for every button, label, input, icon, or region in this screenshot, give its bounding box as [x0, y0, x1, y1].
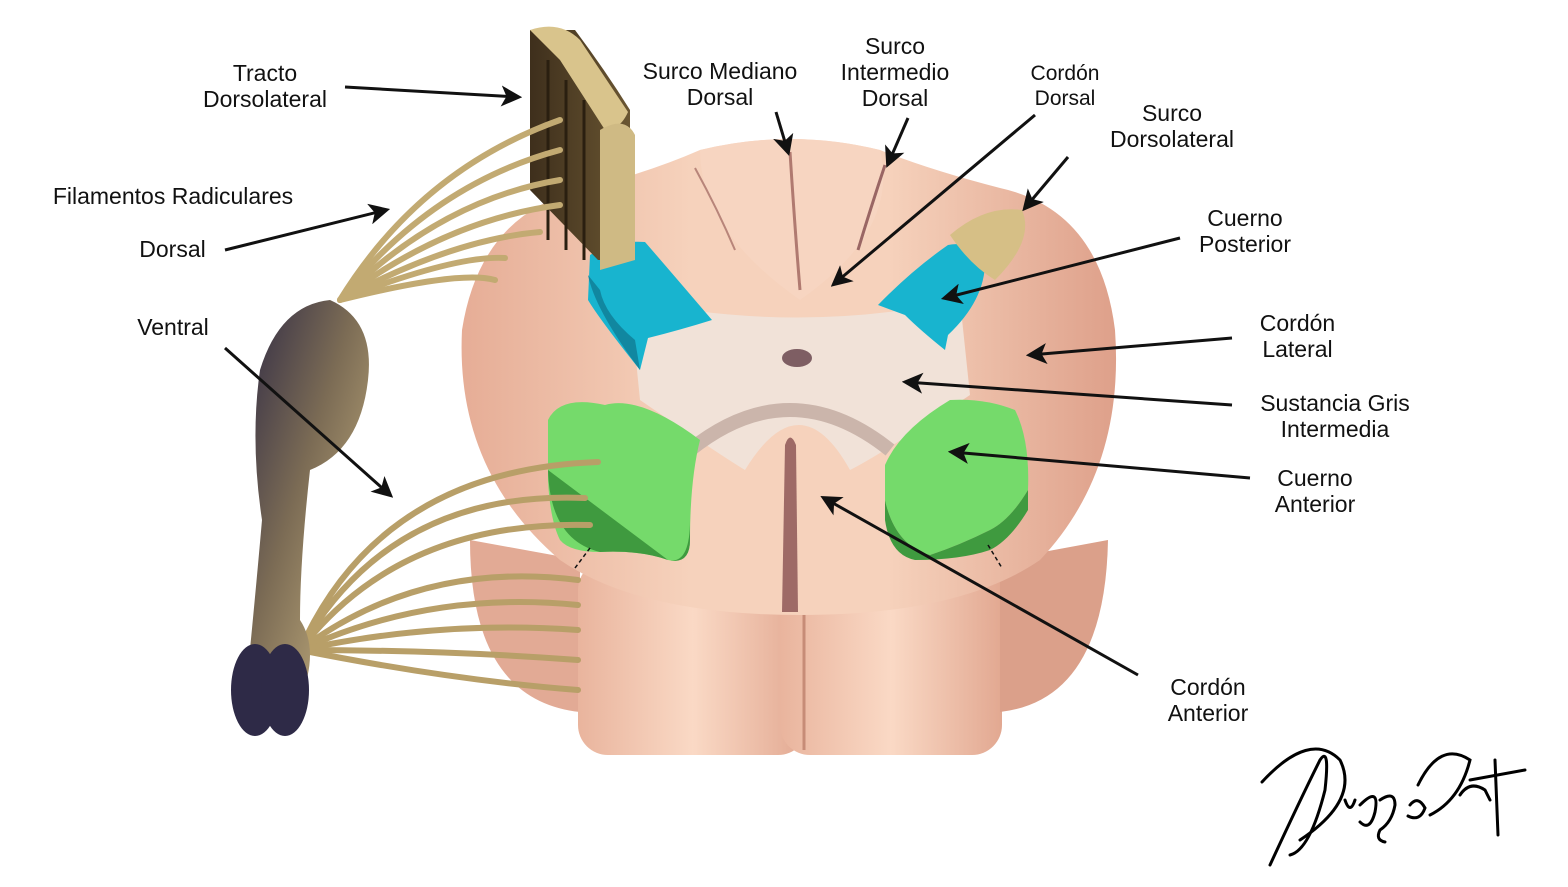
arrow-tracto-dorsolateral	[344, 85, 523, 107]
posterior-horns	[588, 241, 985, 370]
label-dorsal: Dorsal	[139, 236, 206, 262]
dorsolateral-tract	[530, 26, 635, 270]
leader-arrows	[224, 85, 1251, 677]
arrow-cordon-lateral	[1025, 336, 1233, 365]
central-canal	[782, 349, 812, 367]
signature-drawing	[1260, 747, 1527, 867]
arrow-sustancia-gris	[901, 372, 1233, 407]
arrow-surco-mediano	[773, 111, 794, 157]
arrow-filamentos-radiculares	[224, 203, 391, 252]
arrow-surco-dorsolateral	[1022, 156, 1070, 212]
ventral-rootlets	[297, 459, 601, 693]
dorsal-rootlets	[337, 117, 563, 303]
arrow-ventral	[224, 346, 394, 498]
gray-matter	[630, 300, 970, 470]
spinal-ganglion	[231, 300, 369, 736]
label-ventral: Ventral	[137, 314, 209, 340]
arrow-cuerno-posterior	[940, 236, 1181, 305]
arrow-cuerno-anterior	[947, 442, 1251, 480]
arrow-cordon-anterior	[820, 495, 1139, 677]
anterior-horns	[548, 399, 1029, 561]
dorsolateral-root-stub	[950, 209, 1026, 280]
label-filamentos-radiculares: Filamentos Radiculares	[52, 183, 294, 209]
arrow-cordon-dorsal	[830, 113, 1036, 287]
arrow-surco-intermedio	[885, 117, 910, 168]
